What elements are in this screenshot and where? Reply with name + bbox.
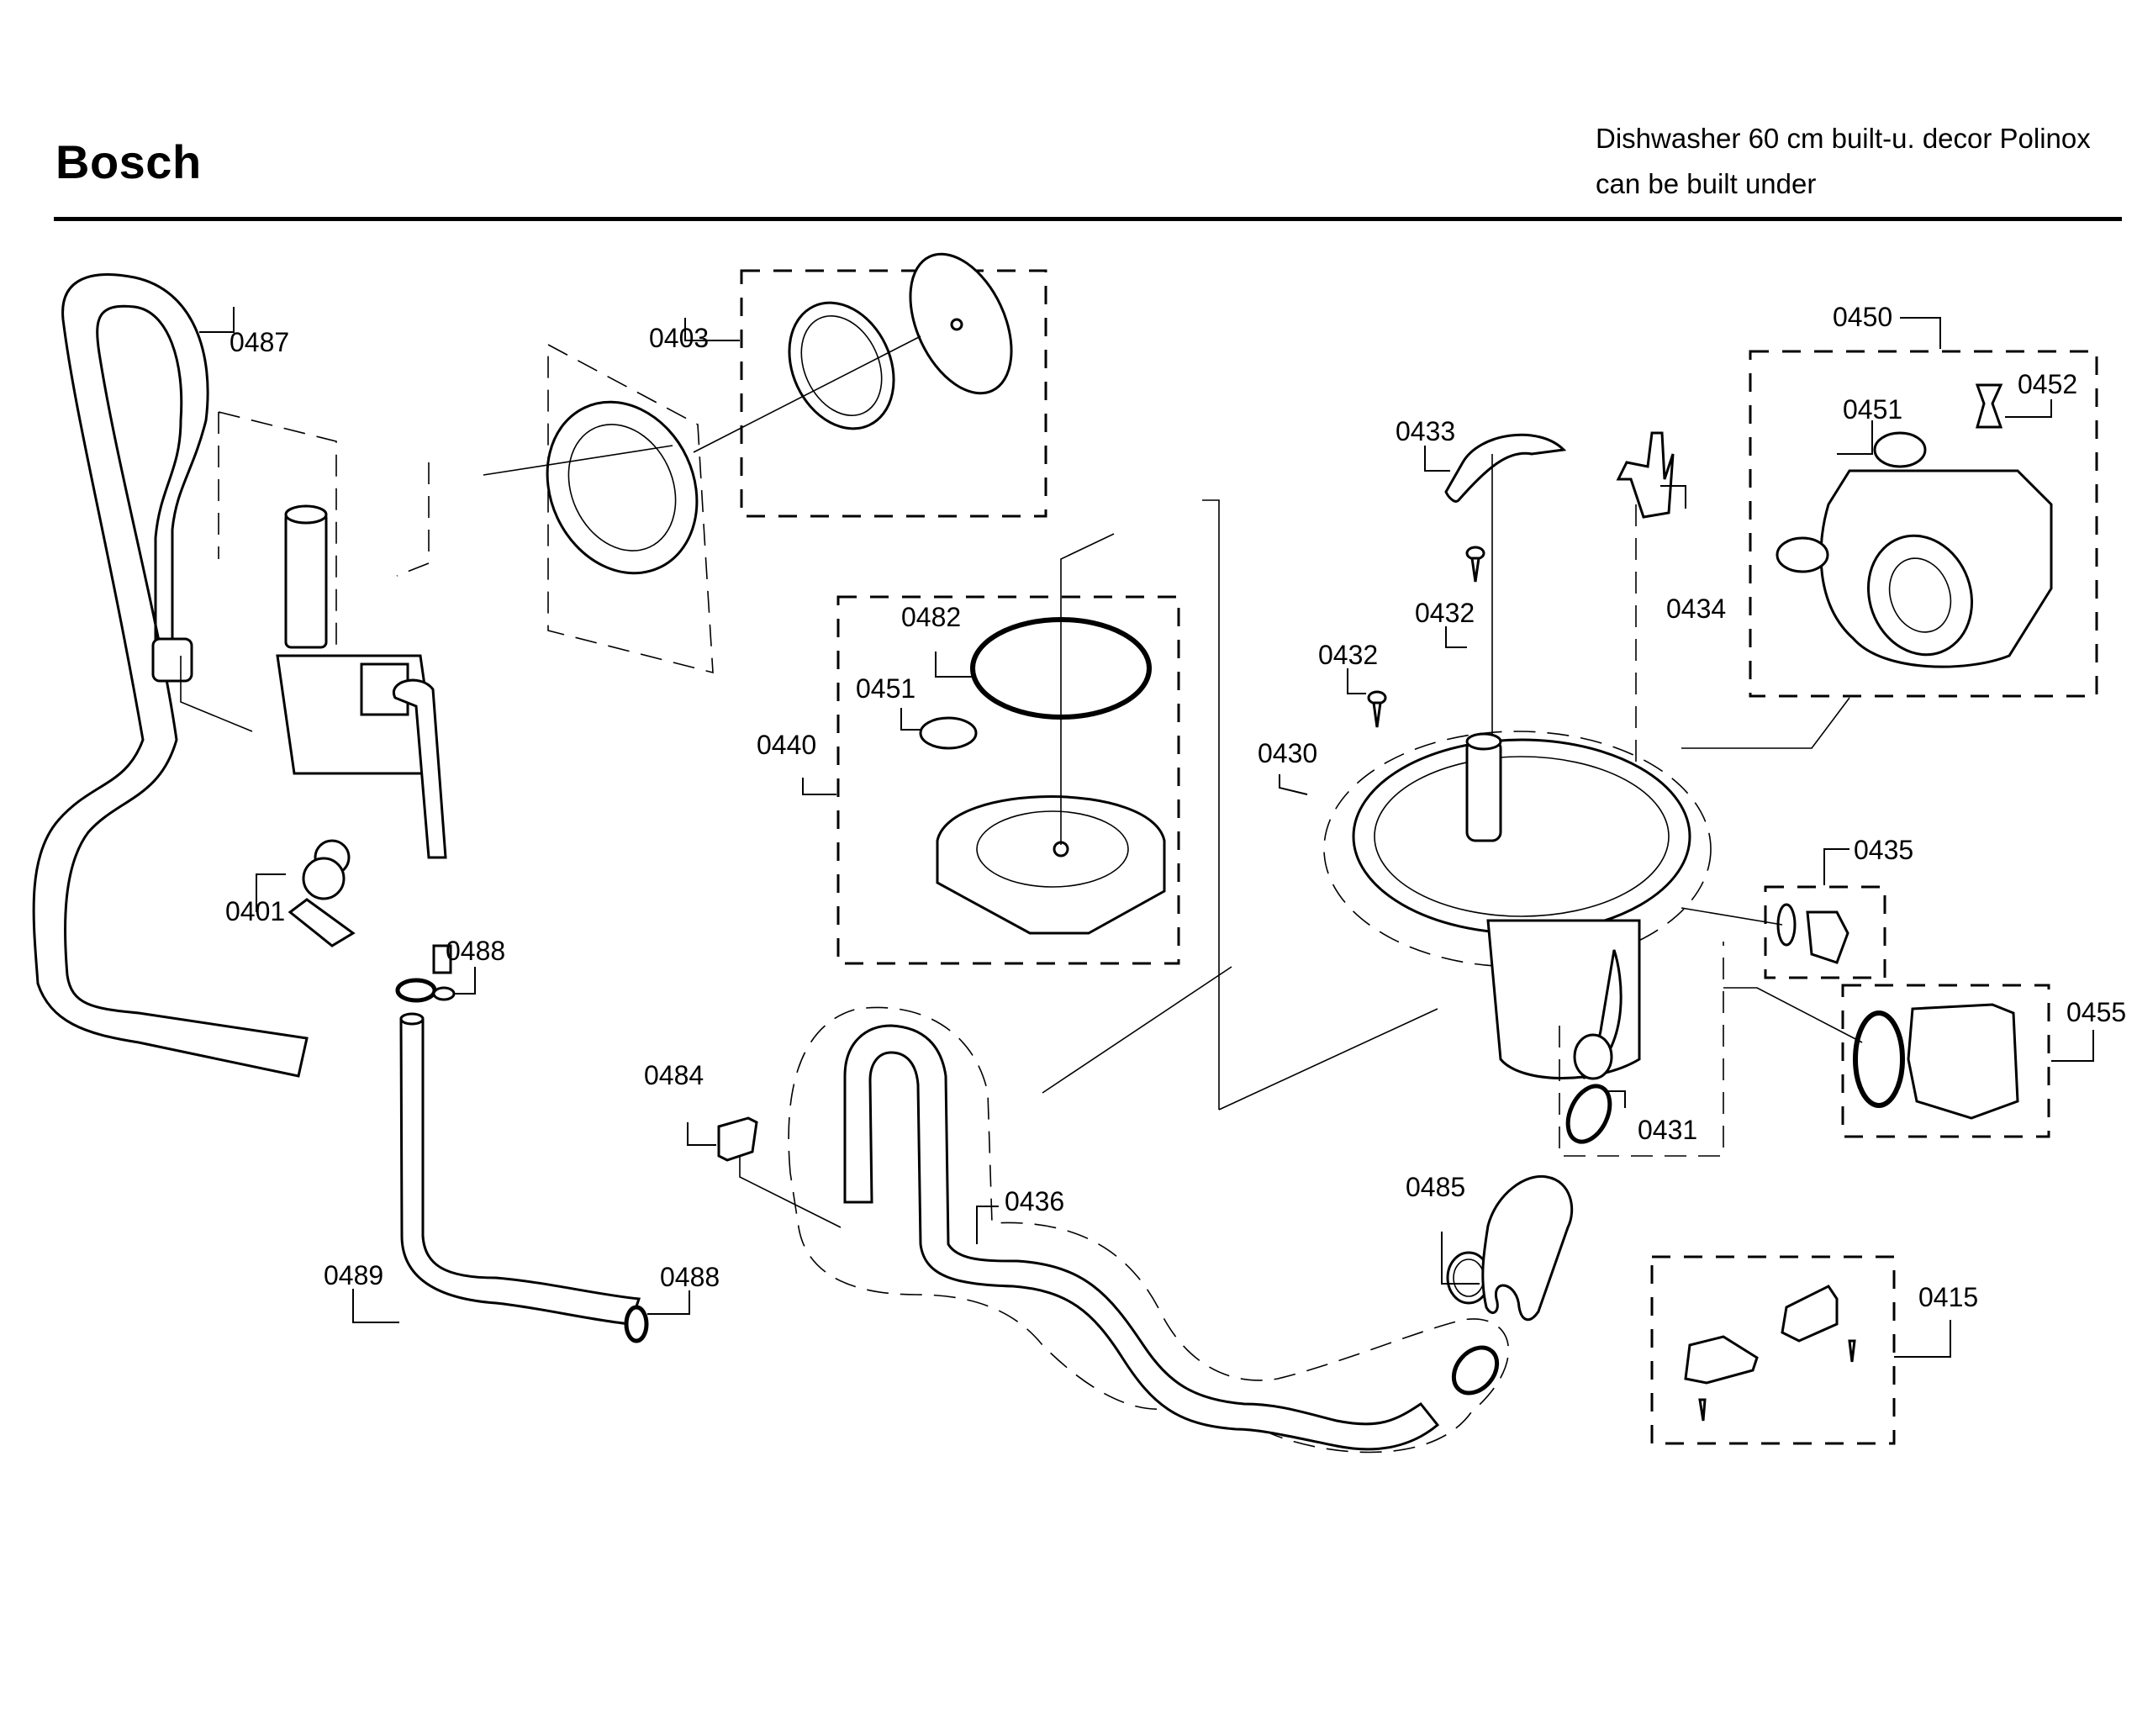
part-label-0401: 0401 xyxy=(225,896,285,926)
callout-0433: 0433 xyxy=(1396,416,1455,472)
part-label-0436: 0436 xyxy=(1005,1186,1064,1216)
gasket-plate[interactable] xyxy=(483,343,724,674)
callout-0487: 0487 xyxy=(199,307,289,357)
part-label-0488-upper: 0488 xyxy=(446,936,505,966)
drain-pump-set-0455[interactable] xyxy=(1723,984,2050,1138)
callout-0434: 0434 xyxy=(1660,485,1726,624)
callout-0482: 0482 xyxy=(901,602,974,678)
part-label-0434: 0434 xyxy=(1666,594,1726,624)
callout-0430: 0430 xyxy=(1258,738,1317,795)
callout-0451-pump: 0451 xyxy=(1837,394,1902,455)
callout-0452: 0452 xyxy=(2005,369,2077,418)
hose-clip-0488-lower[interactable] xyxy=(624,1305,649,1343)
holder-0484[interactable] xyxy=(717,1116,842,1228)
part-label-0440: 0440 xyxy=(757,730,816,760)
part-label-0484: 0484 xyxy=(644,1060,704,1090)
non-return-valve-0431[interactable] xyxy=(1559,1079,1617,1148)
callout-0440: 0440 xyxy=(757,730,836,795)
sensor-set-0435[interactable] xyxy=(1681,885,1886,979)
part-label-0435: 0435 xyxy=(1854,835,1913,865)
callout-0432-upper: 0432 xyxy=(1415,598,1475,648)
part-label-0451-pump: 0451 xyxy=(1843,394,1902,425)
callout-0403: 0403 xyxy=(649,318,740,353)
callout-0451-filter: 0451 xyxy=(856,673,921,731)
part-label-0489: 0489 xyxy=(324,1260,383,1290)
callout-0431: 0431 xyxy=(1606,1090,1697,1145)
screw-0432-upper[interactable] xyxy=(1465,546,1485,583)
mounting-kit-0415[interactable] xyxy=(1650,1255,1896,1445)
callout-0432-lower: 0432 xyxy=(1318,640,1378,694)
part-label-0430: 0430 xyxy=(1258,738,1317,768)
callout-0435: 0435 xyxy=(1823,835,1913,885)
callout-0450: 0450 xyxy=(1833,302,1941,349)
part-label-0431: 0431 xyxy=(1638,1115,1697,1145)
part-label-0485: 0485 xyxy=(1406,1172,1465,1202)
seal-cover-set-0403[interactable] xyxy=(693,238,1047,518)
part-label-0451-filter: 0451 xyxy=(856,673,915,704)
part-label-0415: 0415 xyxy=(1918,1282,1978,1312)
hose-clip-0488-upper[interactable] xyxy=(395,978,456,1003)
callout-0488-upper: 0488 xyxy=(446,936,505,995)
sump-0430[interactable] xyxy=(1218,731,1724,1157)
callout-0455: 0455 xyxy=(2051,997,2126,1062)
drain-hose-0487[interactable] xyxy=(32,273,309,1078)
screw-0432-lower[interactable] xyxy=(1367,690,1387,728)
callout-0489: 0489 xyxy=(324,1260,399,1323)
brand-title: Bosch xyxy=(55,135,202,188)
part-label-0487: 0487 xyxy=(230,327,289,357)
part-label-0455: 0455 xyxy=(2066,997,2126,1027)
pump-valve-0401[interactable] xyxy=(180,411,452,974)
filter-housing-set-0440[interactable] xyxy=(836,499,1220,1110)
heat-pump-set-0450[interactable] xyxy=(1681,350,2098,749)
model-subdescription: can be built under xyxy=(1596,168,1817,199)
hose-holder-0485[interactable] xyxy=(1481,1174,1574,1321)
callout-0485: 0485 xyxy=(1406,1172,1480,1285)
callout-0415: 0415 xyxy=(1894,1282,1978,1358)
callout-0488-lower: 0488 xyxy=(647,1262,720,1315)
hose-set-0436[interactable] xyxy=(788,966,1510,1454)
part-label-0488-lower: 0488 xyxy=(660,1262,720,1292)
callout-0484: 0484 xyxy=(644,1060,716,1146)
hose-0489[interactable] xyxy=(399,1012,641,1326)
part-label-0482: 0482 xyxy=(901,602,961,632)
part-label-0433: 0433 xyxy=(1396,416,1455,446)
part-label-0403: 0403 xyxy=(649,323,709,353)
callout-0401: 0401 xyxy=(225,873,286,926)
part-label-0452: 0452 xyxy=(2018,369,2077,399)
part-label-0450: 0450 xyxy=(1833,302,1892,332)
header-divider xyxy=(54,217,2122,221)
model-description: Dishwasher 60 cm built-u. decor Polinox xyxy=(1596,123,2091,154)
callout-0436: 0436 xyxy=(976,1186,1064,1244)
part-label-0432-upper: 0432 xyxy=(1415,598,1475,628)
clip-0433[interactable] xyxy=(1444,433,1567,740)
part-label-0432-lower: 0432 xyxy=(1318,640,1378,670)
